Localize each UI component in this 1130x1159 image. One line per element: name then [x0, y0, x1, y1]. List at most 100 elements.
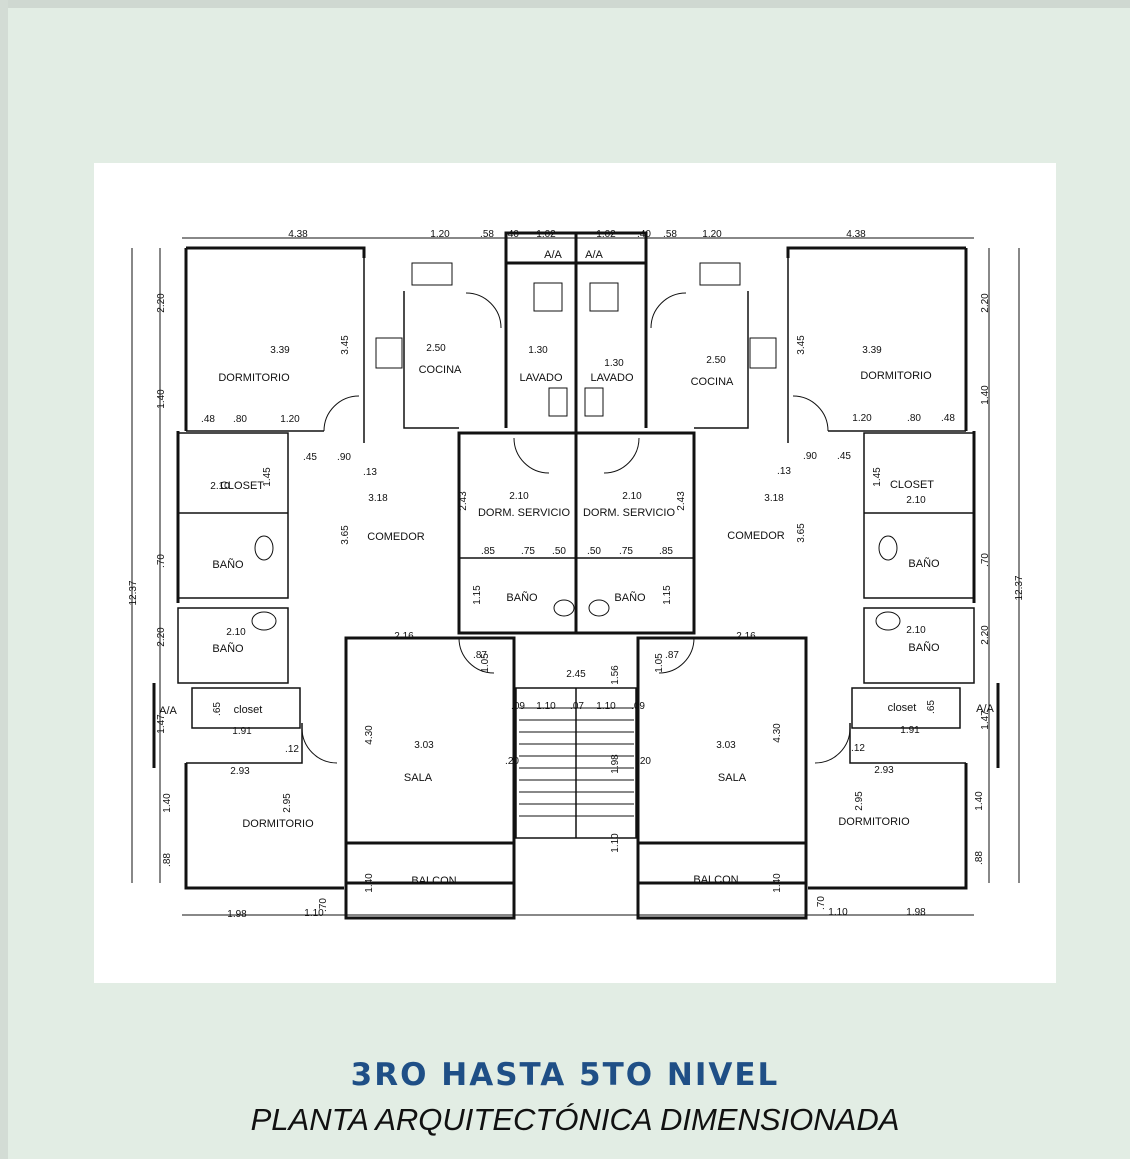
dim-20-right: .20	[637, 756, 651, 767]
wall-left-bottom	[184, 763, 344, 890]
dim-v-1-40-balcon-right: 1.40	[772, 873, 783, 893]
dim-3-03-right: 3.03	[716, 740, 736, 751]
dim-v-70-right: .70	[980, 553, 991, 567]
dim-v-1-40-bottom-right: 1.40	[974, 791, 985, 811]
label-bano-2: BAÑO	[908, 557, 940, 570]
dim-85-left: .85	[481, 546, 495, 557]
dim-v-88-left: .88	[162, 853, 173, 867]
label-aa-side-left: A/A	[159, 705, 177, 717]
dryer-right	[584, 387, 604, 417]
stove-right	[749, 337, 777, 369]
dim-1-20-closet-left: 1.20	[280, 414, 300, 425]
dim-v-3-45-left: 3.45	[340, 335, 351, 355]
dim-v-2-95-right: 2.95	[854, 791, 865, 811]
dormitorio-lower-right-top	[849, 723, 966, 764]
dim-2-10-service-left: 2.10	[509, 491, 529, 502]
dim-12-left: .12	[285, 744, 299, 755]
label-bano-1: BAÑO	[212, 558, 244, 571]
toilet-service-left	[553, 599, 575, 617]
dim-1-30-right: 1.30	[604, 358, 624, 369]
dim-bottom-1-10-left: 1.10	[304, 908, 324, 919]
dim-v-1-56: 1.56	[610, 665, 621, 685]
door-swing-dormitorio-tr	[792, 395, 829, 432]
door-swing-lavado-right	[650, 292, 687, 329]
dim-v-70-left: .70	[156, 554, 167, 568]
dim-v-4-30-right: 4.30	[772, 723, 783, 743]
dim-2-10-closet-right: 2.10	[906, 495, 926, 506]
dim-2-93-left: 2.93	[230, 766, 250, 777]
dim-v-1-45-right: 1.45	[872, 467, 883, 487]
dim-v-70-balcon-right: .70	[816, 896, 827, 910]
bano-lower-right	[863, 607, 975, 684]
dim-v-12-37-right: 12.37	[1014, 575, 1025, 600]
dim-v-1-40-balcon-left: 1.40	[364, 873, 375, 893]
door-swing-entry-right	[658, 637, 695, 674]
dim-48-right: .48	[941, 413, 955, 424]
label-closet-lower-right: closet	[888, 702, 917, 714]
dormitorio-lower-left-top	[186, 723, 303, 764]
label-balcon-left: BALCON	[411, 875, 456, 887]
dim-v-2-95-left: 2.95	[282, 793, 293, 813]
label-dorm-servicio-left: DORM. SERVICIO	[478, 507, 571, 519]
dim-bottom-1-10-right: 1.10	[828, 907, 848, 918]
dim-top-1-20-left: 1.20	[430, 229, 450, 240]
washer-left	[533, 282, 563, 312]
dim-09-b: .09	[631, 701, 645, 712]
label-cocina-left: COCINA	[419, 364, 462, 376]
toilet-2	[878, 535, 898, 561]
dim-2-50-right: 2.50	[706, 355, 726, 366]
screenshot-left-edge	[0, 0, 8, 1159]
dim-v-1-10-stair: 1.10	[610, 833, 621, 853]
dim-top-58-left: .58	[480, 229, 494, 240]
label-balcon-right: BALCON	[693, 874, 738, 886]
label-dormitorio-top-right: DORMITORIO	[860, 370, 932, 382]
dim-top-4-38-right: 4.38	[846, 229, 866, 240]
dim-2-45: 2.45	[566, 669, 586, 680]
label-aa-side-right: A/A	[976, 703, 994, 715]
dim-v-88-right: .88	[974, 851, 985, 865]
dim-v-1-47-left: 1.47	[156, 714, 167, 734]
dim-1-10-stair-a: 1.10	[536, 701, 556, 712]
wall-right-top	[786, 246, 966, 258]
wall-cocina-inner-left	[403, 291, 459, 429]
dim-v-3-65-right: 3.65	[796, 523, 807, 543]
door-swing-service-right	[603, 437, 640, 474]
dim-top-1-02-right: 1.02	[596, 229, 616, 240]
dim-13-right: .13	[777, 466, 791, 477]
label-aa-top-left: A/A	[544, 249, 562, 261]
screenshot-top-edge	[0, 0, 1130, 8]
page-title: 3RO HASTA 5TO NIVEL	[350, 1057, 780, 1093]
sink-left	[411, 262, 453, 286]
dim-top-1-02-left: 1.02	[536, 229, 556, 240]
dim-87-left: .87	[473, 650, 487, 661]
label-dormitorio-bottom-right: DORMITORIO	[838, 816, 910, 828]
label-bano-3: BAÑO	[212, 642, 244, 655]
dim-12-right: .12	[851, 743, 865, 754]
dim-v-4-30-left: 4.30	[364, 725, 375, 745]
label-comedor-left: COMEDOR	[367, 531, 425, 543]
dim-50-right: .50	[587, 546, 601, 557]
dim-v-2-20-mid-left: 2.20	[156, 627, 167, 647]
door-swing-dormitorio-br	[814, 727, 851, 764]
dim-v-1-05-right: 1.05	[654, 653, 665, 673]
dim-bottom-1-98-left: 1.98	[227, 909, 247, 920]
dim-75-left: .75	[521, 546, 535, 557]
dim-1-91-left: 1.91	[232, 726, 252, 737]
dim-3-18-right: 3.18	[764, 493, 784, 504]
floor-plan-sheet: DORMITORIO DORMITORIO DORMITORIO DORMITO…	[94, 163, 1056, 983]
dim-3-03-left: 3.03	[414, 740, 434, 751]
stove-left	[375, 337, 403, 369]
label-dormitorio-bottom-left: DORMITORIO	[242, 818, 314, 830]
closet-bano-right-block	[863, 432, 975, 599]
label-bano-service-right: BAÑO	[614, 591, 646, 604]
dim-v-2-20-top-left: 2.20	[156, 293, 167, 313]
dim-3-39-left: 3.39	[270, 345, 290, 356]
washer-right	[589, 282, 619, 312]
dim-v-1-15-left: 1.15	[472, 585, 483, 605]
dim-45-right: .45	[837, 451, 851, 462]
dim-top-40-left: .40	[505, 229, 519, 240]
label-bano-4: BAÑO	[908, 641, 940, 654]
dim-v-3-65-left: 3.65	[340, 525, 351, 545]
dim-75-right: .75	[619, 546, 633, 557]
label-aa-top-right: A/A	[585, 249, 603, 261]
